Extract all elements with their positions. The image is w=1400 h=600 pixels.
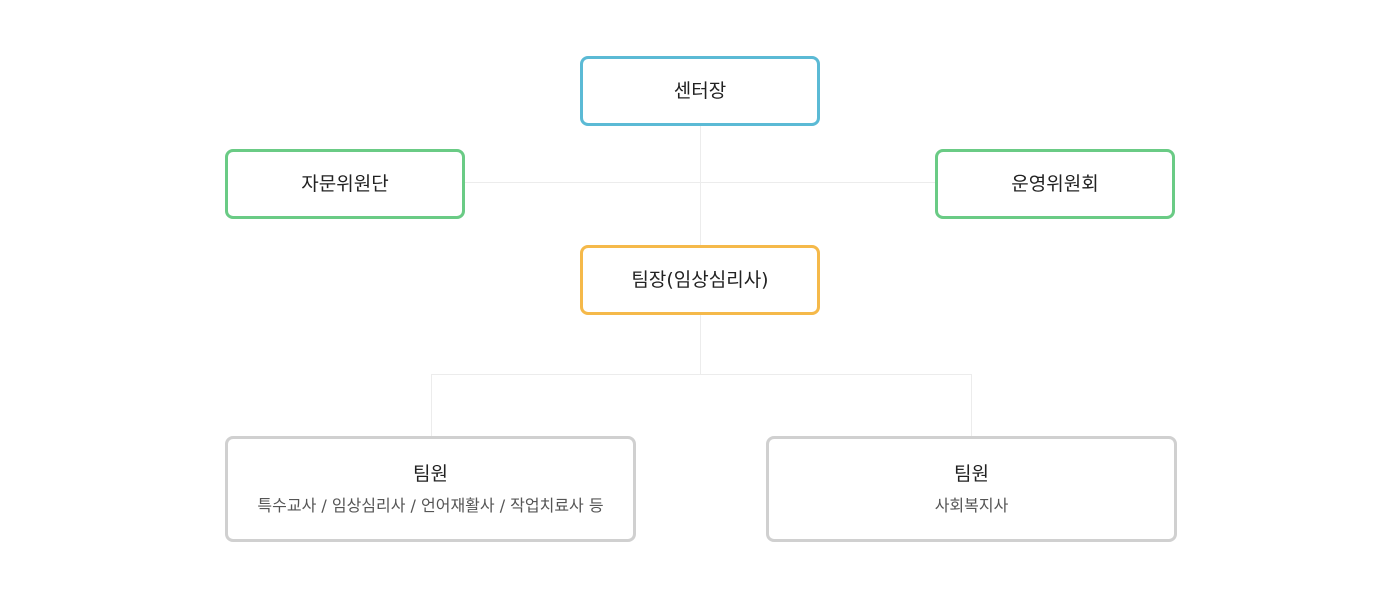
connector-member-right <box>971 374 972 438</box>
steering-committee-label: 운영위원회 <box>1011 172 1099 195</box>
team-leader-label: 팀장(임상심리사) <box>631 268 769 291</box>
connector-leader-to-members <box>700 314 701 375</box>
team-member-box-right: 팀원 사회복지사 <box>766 436 1177 542</box>
team-member-label: 팀원 <box>954 463 989 485</box>
connector-director-to-leader <box>700 124 701 248</box>
team-member-roles: 사회복지사 <box>934 495 1009 515</box>
advisory-board-label: 자문위원단 <box>301 172 389 195</box>
steering-committee-box: 운영위원회 <box>935 149 1175 219</box>
director-box: 센터장 <box>580 56 820 126</box>
team-member-label: 팀원 <box>413 463 448 485</box>
connector-member-left <box>431 374 432 438</box>
team-leader-box: 팀장(임상심리사) <box>580 245 820 315</box>
connector-side-horizontal <box>464 182 936 183</box>
team-member-roles: 특수교사 / 임상심리사 / 언어재활사 / 작업치료사 등 <box>257 495 604 515</box>
team-member-box-left: 팀원 특수교사 / 임상심리사 / 언어재활사 / 작업치료사 등 <box>225 436 636 542</box>
director-label: 센터장 <box>673 79 727 102</box>
connector-members-horizontal <box>431 374 972 375</box>
advisory-board-box: 자문위원단 <box>225 149 465 219</box>
